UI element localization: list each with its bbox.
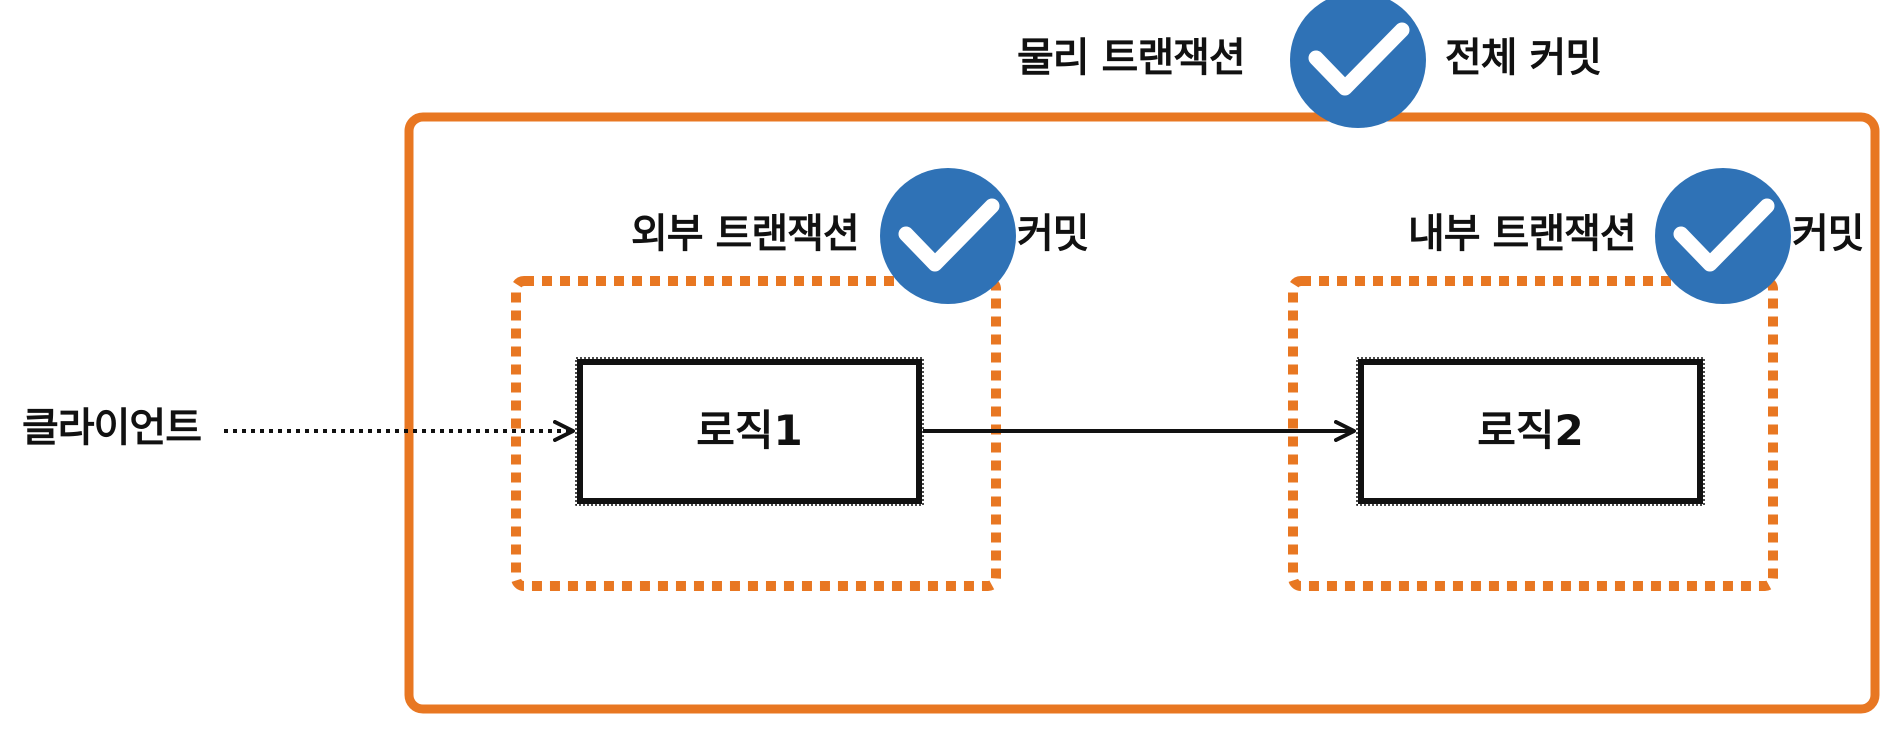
logic2-box xyxy=(1356,357,1705,506)
outer-commit-check-icon xyxy=(880,168,1016,304)
inner-transaction-box xyxy=(1288,276,1778,591)
logic2-label: 로직2 xyxy=(1477,406,1584,455)
outer-transaction-box xyxy=(511,276,1001,591)
inner-commit-status: 커밋 xyxy=(1792,211,1865,257)
physical-transaction-box xyxy=(404,112,1880,714)
physical-commit-check-icon xyxy=(1290,0,1426,128)
inner-transaction-title: 내부 트랜잭션 xyxy=(1408,211,1637,257)
inner-commit-check-icon xyxy=(1655,168,1791,304)
outer-transaction-title: 외부 트랜잭션 xyxy=(631,211,860,257)
logic1-label: 로직1 xyxy=(696,406,803,455)
physical-transaction-title: 물리 트랜잭션 xyxy=(1017,35,1246,81)
outer-commit-status: 커밋 xyxy=(1017,211,1090,257)
physical-commit-status: 전체 커밋 xyxy=(1445,35,1602,81)
client-label: 클라이언트 xyxy=(22,405,202,451)
logic1-box xyxy=(575,357,924,506)
